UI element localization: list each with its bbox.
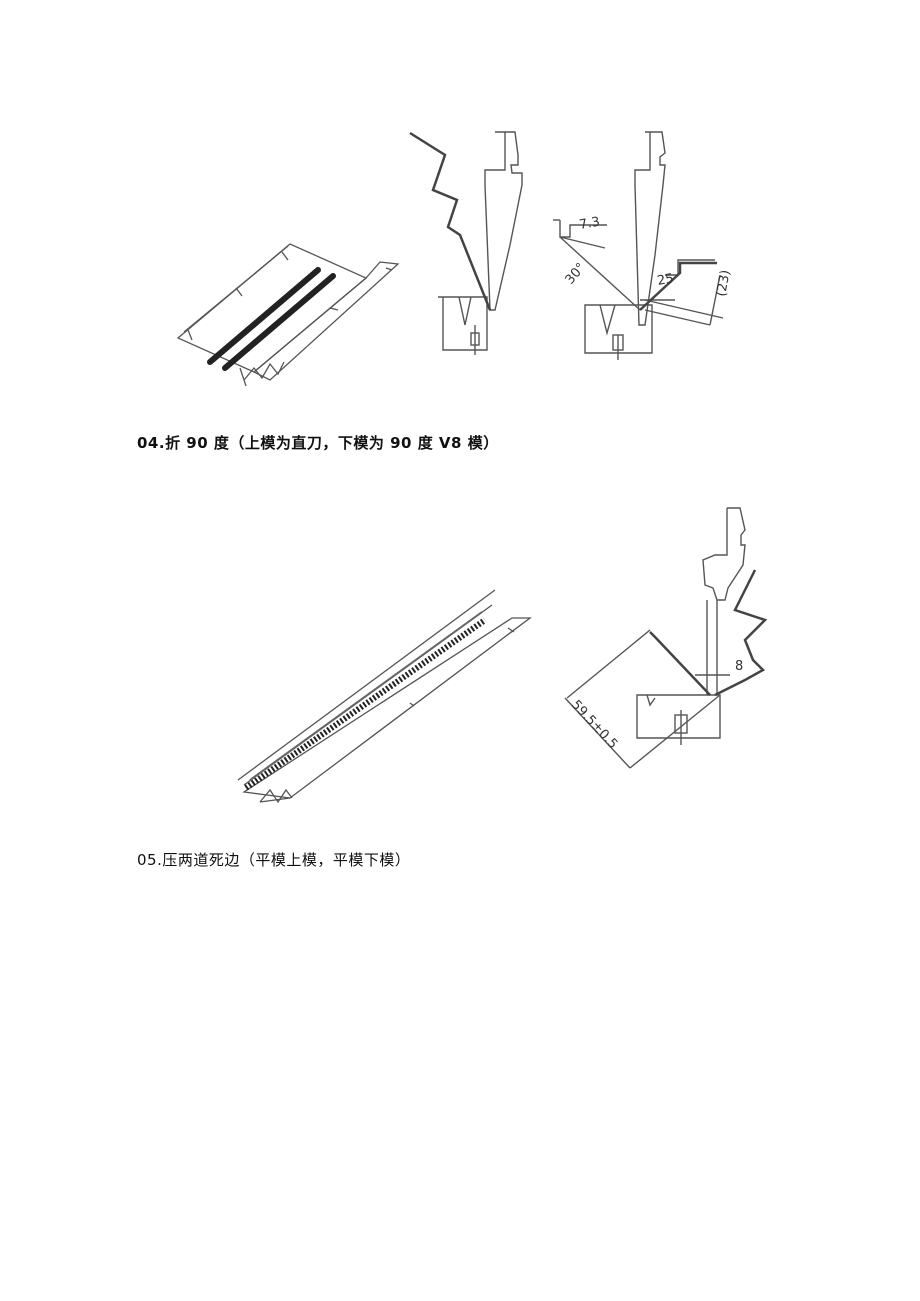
figure-05-step-dimensions: 8 59.5±0.5 bbox=[555, 500, 790, 780]
dim-59-5: 59.5±0.5 bbox=[568, 697, 620, 751]
figure-04-isometric-part bbox=[170, 230, 410, 400]
dim-8: 8 bbox=[735, 659, 743, 674]
dim-23: (23) bbox=[714, 269, 733, 298]
figure-04-step2-dimensions: 7.3 30° 25 (23) bbox=[545, 125, 780, 365]
caption-step-04: 04.折 90 度（上模为直刀，下模为 90 度 V8 模） bbox=[137, 434, 499, 452]
dim-30-deg: 30° bbox=[563, 260, 589, 287]
caption-step-05: 05.压两道死边（平模上模，平模下模） bbox=[137, 851, 411, 869]
figure-04-step1-punch-die bbox=[405, 125, 535, 355]
dim-7-3: 7.3 bbox=[578, 215, 601, 233]
dim-25: 25 bbox=[656, 271, 675, 289]
figure-05-isometric-long-part bbox=[230, 580, 540, 810]
